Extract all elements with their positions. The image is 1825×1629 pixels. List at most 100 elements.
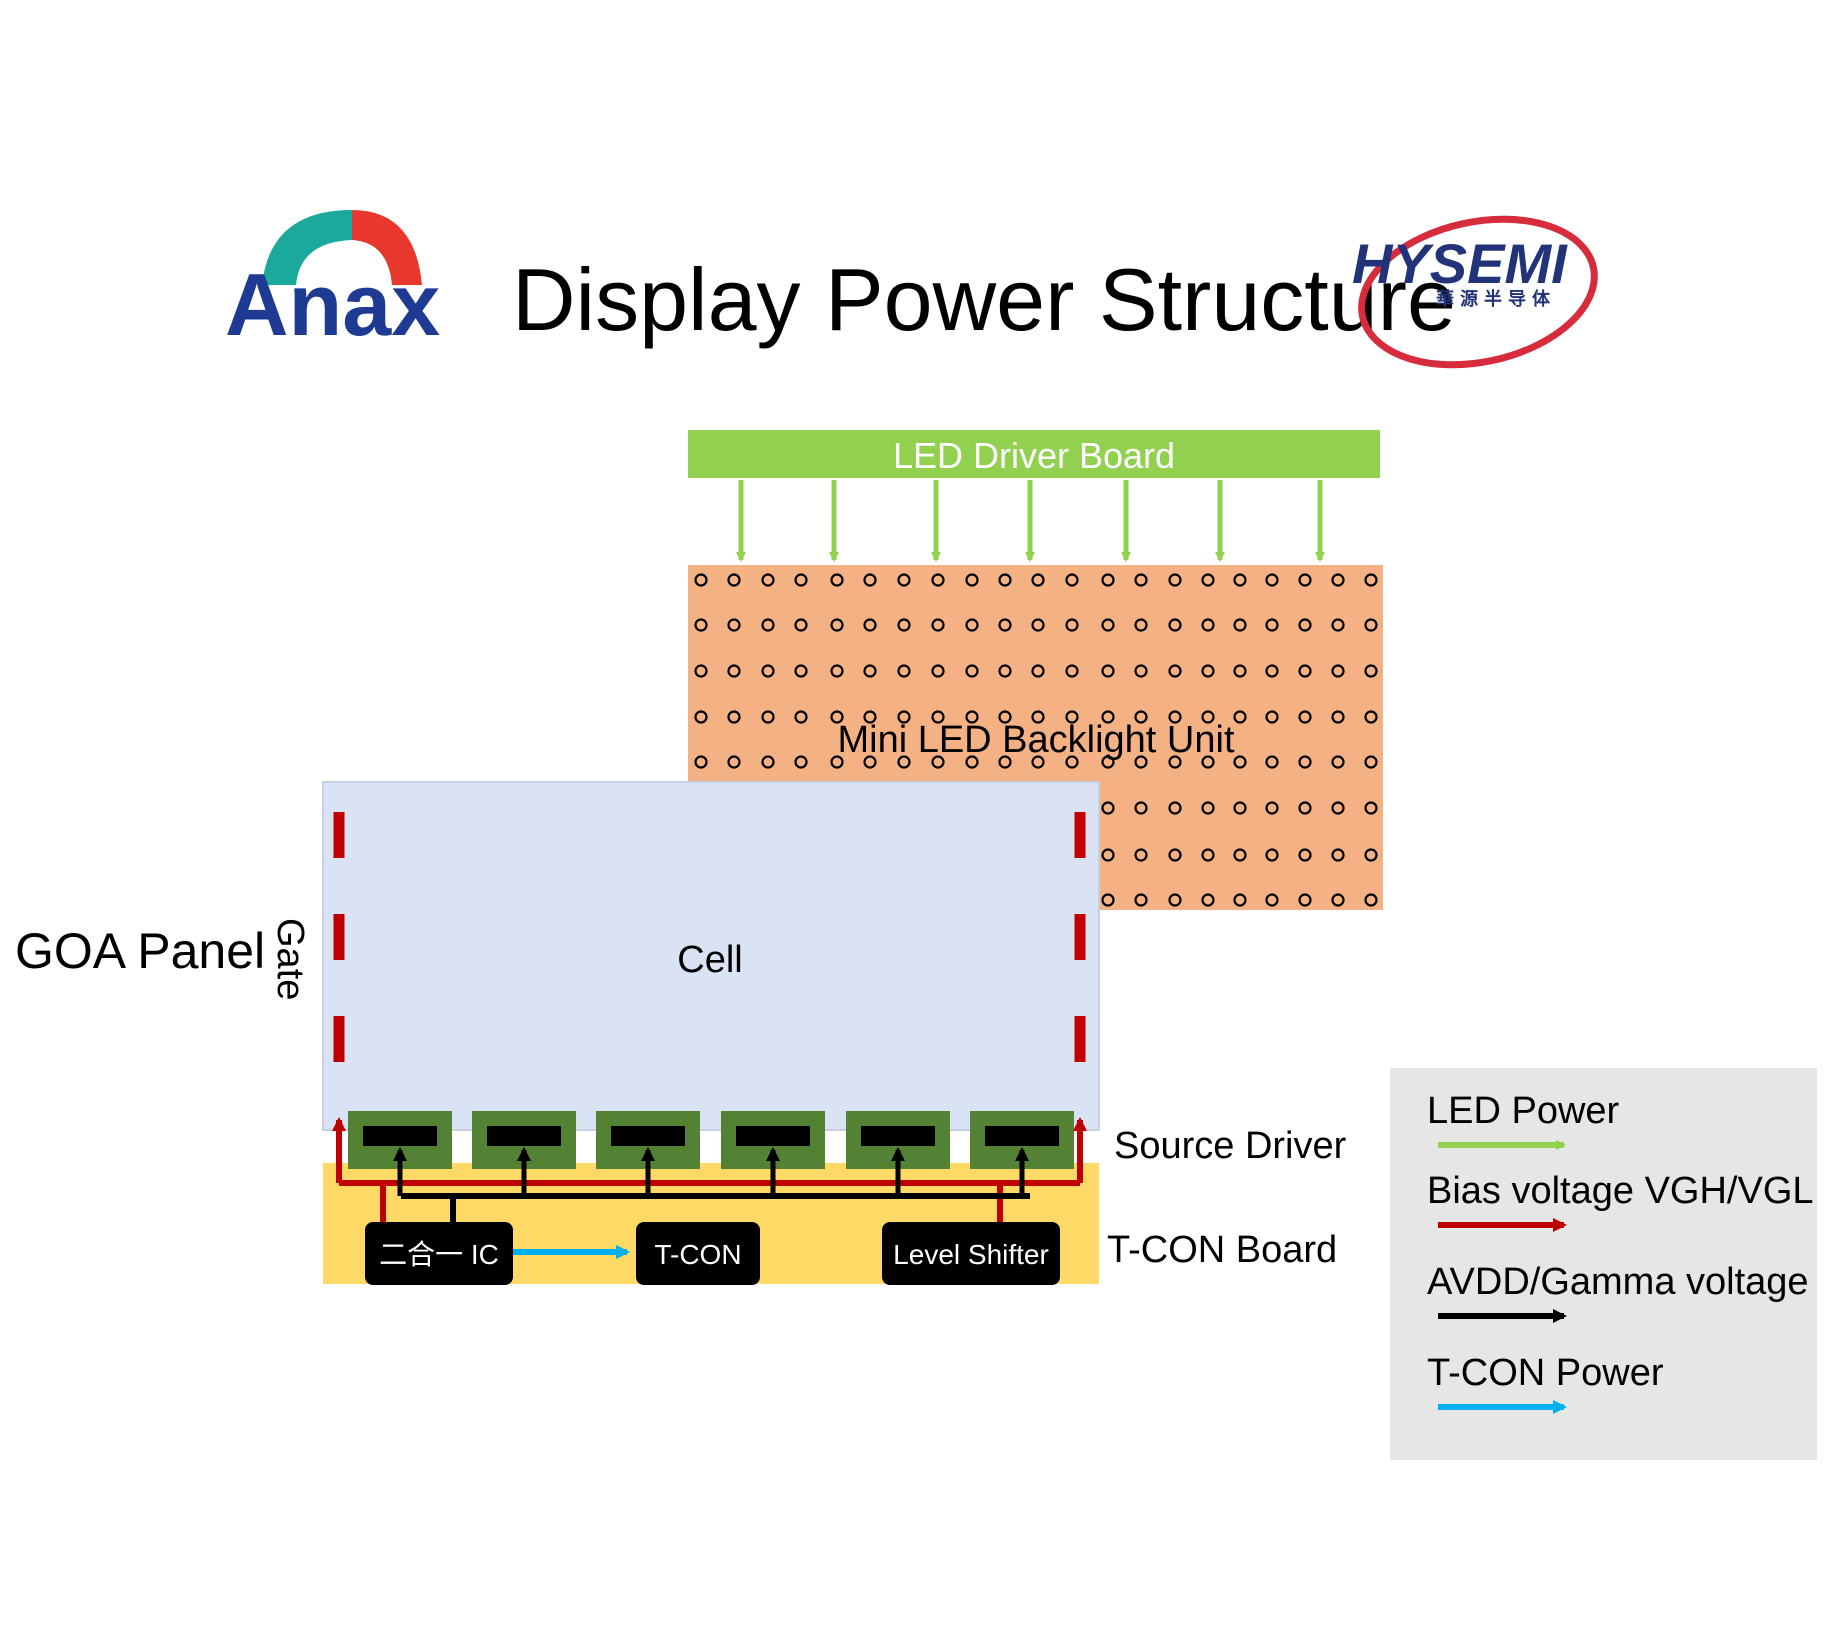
- led-driver-board: [688, 430, 1380, 478]
- led-dot: [1101, 618, 1115, 632]
- led-dot: [1134, 755, 1148, 769]
- legend-item-label: AVDD/Gamma voltage: [1427, 1261, 1809, 1303]
- led-dot: [1134, 848, 1148, 862]
- led-dot: [931, 618, 945, 632]
- source-driver-ic: [736, 1126, 810, 1146]
- legend-item-label: LED Power: [1427, 1090, 1620, 1132]
- led-dot: [1134, 710, 1148, 724]
- level-shifter-chip: [882, 1222, 1060, 1285]
- led-dot: [1331, 573, 1345, 587]
- led-dot: [931, 573, 945, 587]
- led-dot: [1065, 573, 1079, 587]
- led-dot: [1168, 893, 1182, 907]
- led-dot: [1233, 573, 1247, 587]
- led-dot: [1233, 848, 1247, 862]
- led-dot: [1331, 801, 1345, 815]
- led-dot: [761, 573, 775, 587]
- led-dot: [1298, 573, 1312, 587]
- led-dot: [1364, 710, 1378, 724]
- led-dot: [1331, 664, 1345, 678]
- led-dot: [1168, 848, 1182, 862]
- led-dot: [897, 755, 911, 769]
- anax-logo-text: Anax: [225, 255, 440, 354]
- led-dot: [830, 710, 844, 724]
- led-dot: [1168, 618, 1182, 632]
- led-dot: [761, 710, 775, 724]
- led-dot: [1101, 710, 1115, 724]
- tcon-chip-label: T-CON: [654, 1239, 741, 1270]
- led-dot: [1364, 618, 1378, 632]
- led-dot: [761, 618, 775, 632]
- led-driver-board-label: LED Driver Board: [893, 435, 1175, 476]
- led-dot: [1101, 801, 1115, 815]
- led-dot: [1364, 664, 1378, 678]
- led-dot: [1331, 893, 1345, 907]
- led-dot: [1168, 573, 1182, 587]
- led-dot: [830, 573, 844, 587]
- led-dot: [1233, 755, 1247, 769]
- led-dot: [998, 755, 1012, 769]
- led-dot: [1031, 618, 1045, 632]
- cell-panel: [322, 781, 1100, 1131]
- led-dot: [1201, 618, 1215, 632]
- led-dot: [1298, 664, 1312, 678]
- led-dot: [1031, 755, 1045, 769]
- bias-voltage-lines: [332, 1117, 1087, 1222]
- led-dot: [1265, 618, 1279, 632]
- led-dot: [1101, 573, 1115, 587]
- led-dot: [727, 618, 741, 632]
- two-in-one-ic-label: 二合一 IC: [379, 1239, 499, 1270]
- led-dot: [897, 618, 911, 632]
- led-dot: [1201, 848, 1215, 862]
- led-dot: [1134, 573, 1148, 587]
- led-dot: [931, 755, 945, 769]
- tcon-board-label: T-CON Board: [1107, 1229, 1337, 1271]
- led-dot: [830, 664, 844, 678]
- led-power-arrows: [736, 480, 1325, 562]
- led-dot: [965, 618, 979, 632]
- led-dot: [1168, 664, 1182, 678]
- backlight-label: Mini LED Backlight Unit: [837, 719, 1234, 761]
- led-dot: [1233, 618, 1247, 632]
- led-dot: [965, 573, 979, 587]
- led-dot: [1134, 664, 1148, 678]
- led-dot: [863, 664, 877, 678]
- led-dot: [727, 664, 741, 678]
- led-dot: [1168, 710, 1182, 724]
- led-dot: [727, 755, 741, 769]
- legend-box: [1390, 1068, 1817, 1460]
- led-dot: [1298, 755, 1312, 769]
- led-dot: [1364, 893, 1378, 907]
- led-dot: [1298, 893, 1312, 907]
- led-dot: [1331, 710, 1345, 724]
- led-dot: [998, 710, 1012, 724]
- led-dot: [863, 573, 877, 587]
- legend-item-label: T-CON Power: [1427, 1352, 1664, 1394]
- led-dot: [863, 618, 877, 632]
- led-dot: [727, 710, 741, 724]
- led-dot: [965, 710, 979, 724]
- legend-item-label: Bias voltage VGH/VGL: [1427, 1170, 1814, 1212]
- led-dot: [1233, 801, 1247, 815]
- led-dot: [1331, 848, 1345, 862]
- led-dot: [694, 664, 708, 678]
- led-dot: [1201, 664, 1215, 678]
- hysemi-logo-subtext: 華源半导体: [1436, 288, 1556, 309]
- led-dot: [1364, 848, 1378, 862]
- led-dot: [1233, 664, 1247, 678]
- led-dot: [1168, 801, 1182, 815]
- led-dot: [1134, 801, 1148, 815]
- led-dot: [1364, 755, 1378, 769]
- led-dot: [1331, 618, 1345, 632]
- led-dot: [863, 755, 877, 769]
- led-dot: [1201, 710, 1215, 724]
- led-dot: [761, 664, 775, 678]
- led-dot: [1201, 801, 1215, 815]
- led-dot: [1265, 755, 1279, 769]
- led-dot: [830, 755, 844, 769]
- led-dot: [1065, 710, 1079, 724]
- led-dot: [1134, 893, 1148, 907]
- source-driver-ic: [861, 1126, 935, 1146]
